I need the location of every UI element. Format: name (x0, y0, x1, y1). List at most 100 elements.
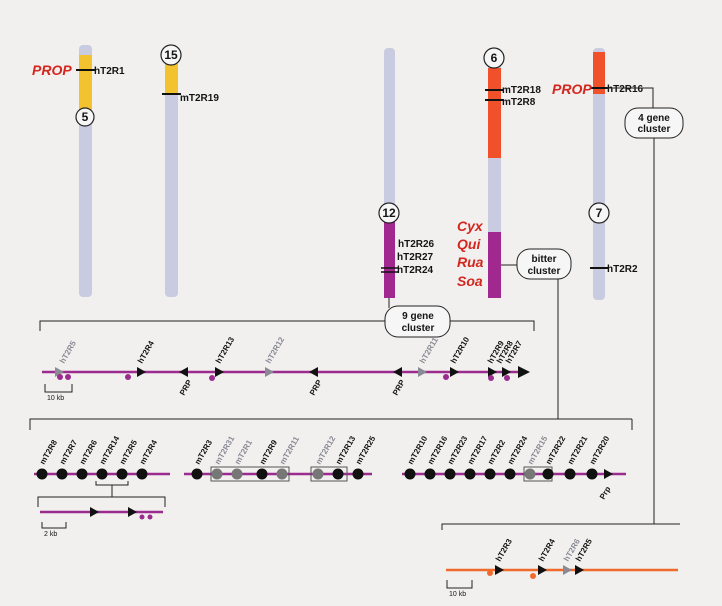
mouse-track-c-gene-dot (542, 468, 554, 480)
nine-gene-marker (137, 367, 146, 377)
mouse-track-c-gene-dot (424, 468, 436, 480)
mouse-track-a-label: mT2R4 (138, 438, 159, 466)
nine-gene-scale-label: 10 kb (47, 395, 64, 402)
mouse-track-b: mT2R3 mT2R31 mT2R1 mT2R9 mT2R11 mT2R12 m… (184, 434, 378, 482)
chromosome-12: 12 hT2R26 hT2R27 hT2R24 (378, 48, 435, 298)
mouse-track-a: mT2R8 mT2R7 mT2R6 mT2R14 mT2R5 mT2R4 2 k… (34, 434, 170, 538)
mouse-track-a-label: mT2R7 (58, 438, 79, 466)
chromosome-6-locus-4: Soa (457, 273, 483, 289)
chromosome-5: PROP hT2R1 5 (32, 45, 125, 297)
chromosome-5-number: 5 (82, 110, 89, 124)
mouse-track-b-box (310, 466, 348, 482)
chromosome-7-prop: PROP (552, 81, 592, 97)
four-gene-marker (538, 565, 547, 575)
chromosome-15-number: 15 (164, 48, 178, 62)
mouse-track-a-scale-bar (41, 522, 67, 529)
mouse-track-b-gene-dot (256, 468, 268, 480)
mouse-track-b-label: mT2R3 (193, 438, 214, 466)
nine-gene-dot (57, 374, 63, 380)
chromosome-5-prop: PROP (32, 62, 72, 78)
chromosome-6-number: 6 (491, 51, 498, 65)
nine-gene-dot (443, 374, 449, 380)
nine-gene-prp-label: PRP (391, 378, 407, 397)
mouse-track-c-gene-dot (504, 468, 516, 480)
mouse-track-c: mT2R10 mT2R16 mT2R23 mT2R17 mT2R2 mT2R24… (402, 434, 626, 501)
nine-gene-label: hT2R4 (136, 339, 156, 365)
chromosome-7-number: 7 (596, 206, 603, 220)
mouse-track-a-zoom-bracket (37, 496, 166, 507)
four-gene-connector (606, 87, 654, 108)
nine-gene-cluster-label-2: cluster (402, 323, 435, 334)
nine-gene-label: hT2R10 (449, 335, 472, 365)
mouse-track-b-gene-dot (191, 468, 203, 480)
nine-gene-dot (65, 374, 71, 380)
four-gene-cluster-label-1: 4 gene (638, 113, 670, 124)
chromosome-15-badge (160, 44, 182, 66)
bitter-connector-down (29, 279, 559, 430)
chromosome-12-number: 12 (382, 206, 396, 220)
chromosome-6-band-bottom (488, 232, 501, 298)
nine-gene-cluster-label-1: 9 gene (402, 311, 434, 322)
bitter-cluster-label-1: bitter (532, 254, 557, 265)
mouse-track-c-gene-dot (404, 468, 416, 480)
four-gene-connector-down (441, 138, 655, 530)
mouse-track-b-label: mT2R11 (278, 434, 301, 466)
mouse-track-b-label: mT2R1 (233, 438, 254, 466)
mouse-track-b-gene-dot (231, 468, 243, 480)
four-gene-scale-label: 10 kb (449, 591, 466, 598)
chromosome-15-band (165, 64, 178, 94)
mouse-track-b-label: mT2R9 (258, 438, 279, 466)
four-gene-cluster: 4 gene cluster (441, 87, 684, 530)
mouse-track-a-zoom-arrow (90, 507, 99, 517)
four-gene-marker (563, 565, 572, 575)
mouse-track-c-prp-marker (604, 469, 613, 479)
nine-gene-track: hT2R5 hT2R4 hT2R13 hT2R12 hT2R11 hT2R10 … (42, 335, 530, 402)
mouse-track-a-gene-dot (76, 468, 88, 480)
nine-gene-label: hT2R5 (58, 339, 78, 365)
mouse-track-c-gene-dot (464, 468, 476, 480)
chromosome-7-gene-1: hT2R16 (607, 84, 644, 95)
chromosome-7: PROP hT2R16 7 hT2R2 (552, 48, 644, 300)
nine-gene-prp-marker (179, 367, 188, 377)
mouse-track-b-gene-dot (332, 468, 344, 480)
mouse-track-c-gene-dot (484, 468, 496, 480)
nine-gene-marker (55, 367, 64, 377)
chromosome-6-locus-3: Rua (457, 254, 484, 270)
mouse-track-b-gene-dot (276, 468, 288, 480)
nine-gene-marker (450, 367, 459, 377)
nine-gene-marker (502, 367, 511, 377)
nine-gene-markers (55, 367, 511, 381)
nine-gene-bracket (39, 320, 385, 331)
nine-gene-prp-marker (393, 367, 402, 377)
mouse-track-b-gene-dot (352, 468, 364, 480)
nine-gene-label: hT2R12 (264, 335, 287, 365)
chromosome-12-gene-1: hT2R26 (398, 239, 435, 250)
chromosome-15-gene: mT2R19 (180, 93, 219, 104)
bitter-cluster-box (516, 248, 572, 280)
mouse-track-a-gene-dot (56, 468, 68, 480)
chromosome-6-gene-2: mT2R8 (502, 97, 536, 108)
chromosome-6-gene-1: mT2R18 (502, 85, 541, 96)
nine-gene-dot (488, 375, 494, 381)
chromosome-12-band (384, 222, 395, 298)
mouse-track-a-scale-label: 2 kb (44, 531, 57, 538)
nine-gene-cluster: 9 gene cluster (39, 298, 535, 338)
mouse-track-a-label: mT2R8 (38, 438, 59, 466)
chromosome-6-badge (483, 47, 505, 69)
nine-gene-dot (125, 374, 131, 380)
mouse-track-b-box (210, 466, 290, 482)
mouse-track-a-gene-dot (116, 468, 128, 480)
chromosome-7-band (593, 52, 605, 94)
mouse-track-b-gene-dot (312, 468, 324, 480)
nine-gene-dot (209, 375, 215, 381)
mouse-track-c-gene-dot (586, 468, 598, 480)
mouse-track-a-gene-dot (36, 468, 48, 480)
mouse-track-b-gene-dot (211, 468, 223, 480)
nine-gene-scale-bar (44, 384, 73, 393)
four-gene-scale-bar (446, 580, 473, 589)
chromosome-7-gene-2: hT2R2 (607, 264, 638, 275)
chromosome-15-body (165, 60, 178, 297)
nine-gene-prp-marker (309, 367, 318, 377)
chromosome-6-locus-2: Qui (457, 236, 481, 252)
mouse-track-a-zoom-dot (147, 514, 153, 520)
